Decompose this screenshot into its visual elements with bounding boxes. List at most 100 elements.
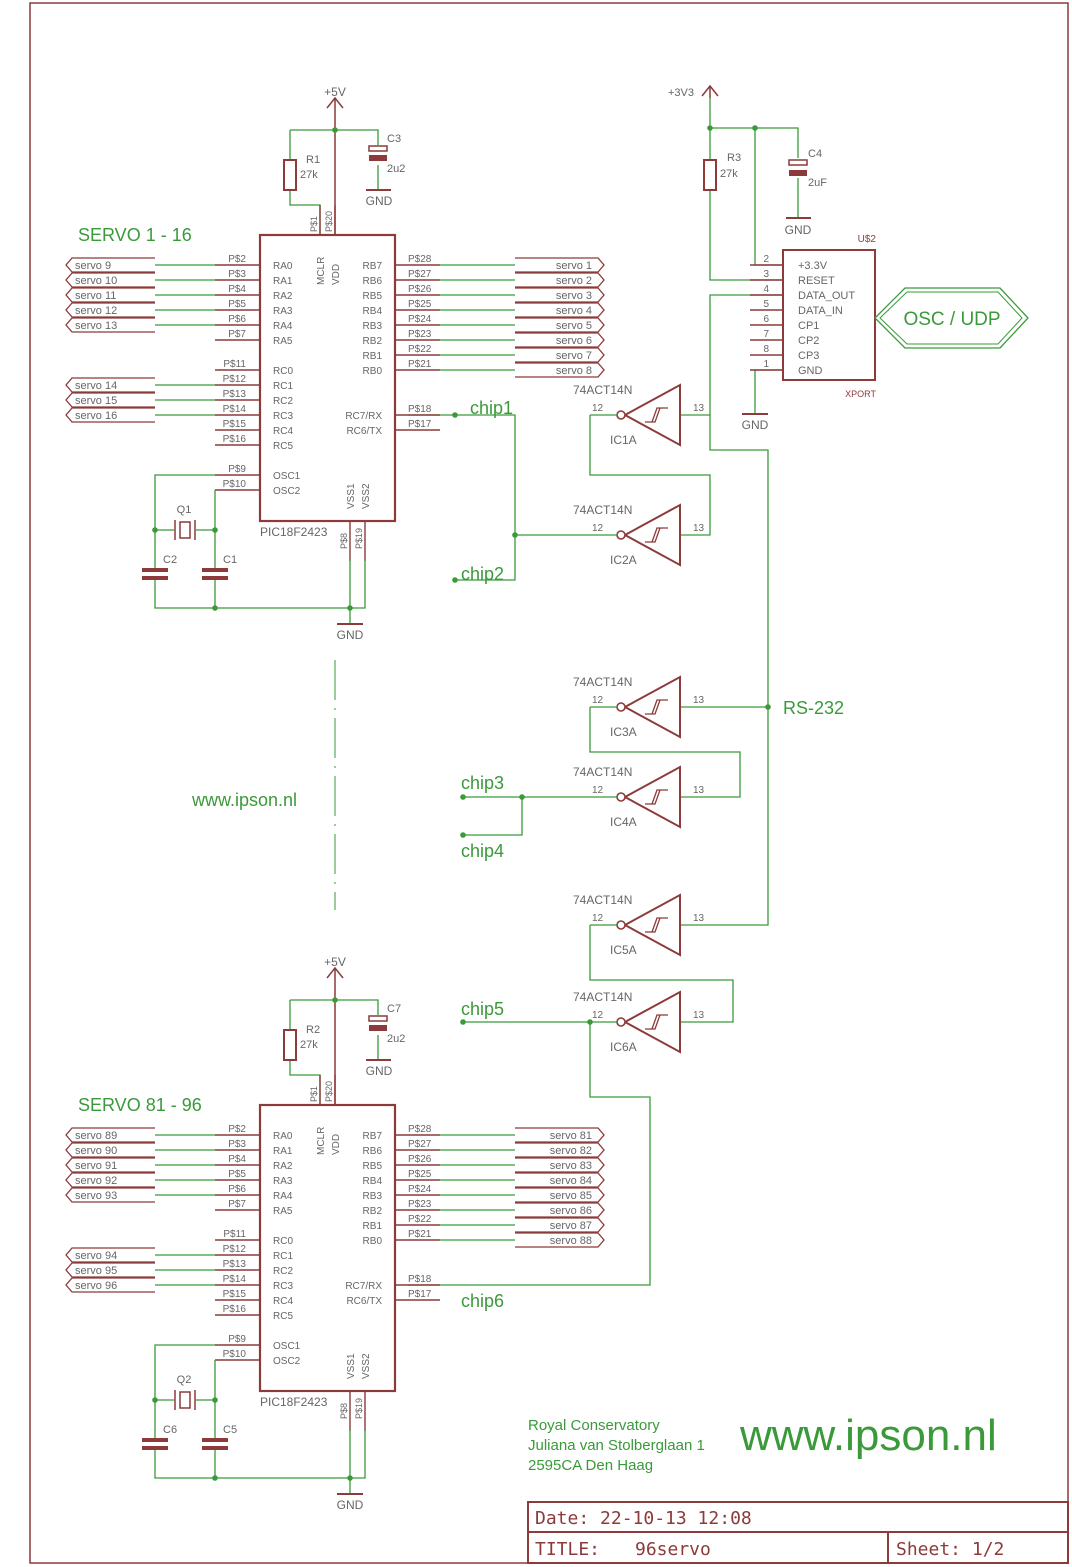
cap-value: 2u2 [387,1033,405,1045]
inverter-triangle [622,893,681,957]
xport-pin-name: CP3 [798,350,819,362]
mcu-left-pad: P$2 [228,1124,246,1135]
supply-wiring [289,129,379,235]
servo-label: servo 8 [556,365,592,377]
mcu-left-pad: P$6 [228,1184,246,1195]
mcu-body [258,1103,397,1393]
load-cap-plate [202,568,228,572]
xport-pins: 2+3.3V3RESET4DATA_OUT5DATA_IN6CP17CP28CP… [750,254,855,377]
xport-pin-name: DATA_IN [798,305,843,317]
servo-label: servo 92 [75,1175,117,1187]
servo-output-flag [515,272,605,288]
chip6-label: chip6 [461,1291,504,1311]
mcu-right-pin-name: RB3 [363,321,383,332]
inverter-pin-out: 13 [693,403,705,414]
servo-label: servo 96 [75,1280,117,1292]
mcu-right-pin-name: RB0 [363,366,383,377]
mcu-right-pin-name: RC6/TX [346,426,382,437]
gnd-label: GND [366,1064,393,1078]
inverter-name: IC1A [610,433,637,447]
servo-label: servo 88 [550,1235,592,1247]
mcu-right-pad: P$23 [408,329,432,340]
title-label: TITLE: [535,1539,600,1560]
crystal-label: Q1 [177,504,192,516]
decoupling-cap-bottom [369,155,387,161]
inverter-pin-out: 13 [693,523,705,534]
inverter-pin-out: 13 [693,785,705,796]
junction-dot [152,1397,158,1403]
servo-label: servo 82 [550,1145,592,1157]
inverter-pin-in: 12 [592,1010,604,1021]
mcu-left-pin-name: RA5 [273,1206,293,1217]
inverter-triangle [622,503,681,567]
xport-pad: 1 [763,359,769,370]
mcu-right-pad: P$18 [408,404,432,415]
xport-body [782,249,876,381]
junction-dot [347,605,353,611]
crystal-icon [179,1391,191,1409]
osc-udp-label: OSC / UDP [903,309,1000,330]
mcu-right-pin-name: RB4 [363,306,383,317]
servo-output-flag [65,302,155,318]
mcu-left-pad: P$9 [228,464,246,475]
mcu-left-pin-name: RC3 [273,1281,293,1292]
mcu-left-pad: P$12 [223,374,247,385]
mcu-left-pin-name: OSC1 [273,471,301,482]
mcu-right-pin-name: RB6 [363,1146,383,1157]
mcu-right-pin-name: RB1 [363,1221,383,1232]
junction-dot [212,1475,218,1481]
address-line-2: Juliana van Stolberglaan 1 [528,1437,705,1454]
mcu-right-pin-name: RB7 [363,261,383,272]
servo-output-flag [65,317,155,333]
inverter-part: 74ACT14N [573,765,632,779]
xport-name: XPORT [845,389,876,399]
mcu-left-pad: P$12 [223,1244,247,1255]
servo-output-flag [515,1187,605,1203]
inverter-triangle [622,675,681,739]
mcu-right-pin-name: RC7/RX [345,1281,382,1292]
servo-label: servo 15 [75,395,117,407]
mcu-right-pin-name: RB6 [363,276,383,287]
servo-output-flag [515,1217,605,1233]
supply-5v-label: +5V [324,85,346,99]
servo-output-flag [65,1142,155,1158]
inverter-part: 74ACT14N [573,990,632,1004]
servo-label: servo 95 [75,1265,117,1277]
xport-pad: 8 [763,344,769,355]
chip-labels: chip1 chip2 chip3 chip4 chip5 chip6 [461,398,513,1311]
mcu-left-pin-name: RC3 [273,411,293,422]
mcu-right-pad: P$27 [408,1139,432,1150]
c4-plate-top [788,159,808,166]
xport-module: U$2 XPORT 2+3.3V3RESET4DATA_OUT5DATA_IN6… [750,234,1029,399]
load-cap-label: C6 [163,1424,177,1436]
inverter-triangle [622,383,681,447]
mcu-left-pin-name: RC0 [273,366,293,377]
title-value: 96servo [635,1539,711,1560]
xport-pad: 2 [763,254,769,265]
mcu-left-pad: P$5 [228,1169,246,1180]
r3-value: 27k [720,168,738,180]
mcu-right-pin-name: RB4 [363,1176,383,1187]
servo-label: servo 85 [550,1190,592,1202]
servo-output-flag [515,1157,605,1173]
mcu-top-pad: P$1 [309,216,319,232]
mcu-left-pad: P$5 [228,299,246,310]
c4-plate-bottom [789,170,807,176]
servo-label: servo 11 [75,290,116,302]
servo-label: servo 13 [75,320,117,332]
mcu-right-pad: P$24 [408,1184,432,1195]
mcu-right-pad: P$25 [408,1169,432,1180]
xport-pin-name: GND [798,365,823,377]
gnd-label: GND [785,223,812,237]
servo-output-flag [515,317,605,333]
servo-label: servo 90 [75,1145,117,1157]
inverter-bubble [616,530,626,540]
servo-label: servo 89 [75,1130,117,1142]
mcu-left-pad: P$15 [223,419,247,430]
mcu-right-pin-name: RB5 [363,291,383,302]
mcu-left-pin-name: RC2 [273,1266,293,1277]
servo-output-flag [515,347,605,363]
mcu-right-pin-name: RB5 [363,1161,383,1172]
